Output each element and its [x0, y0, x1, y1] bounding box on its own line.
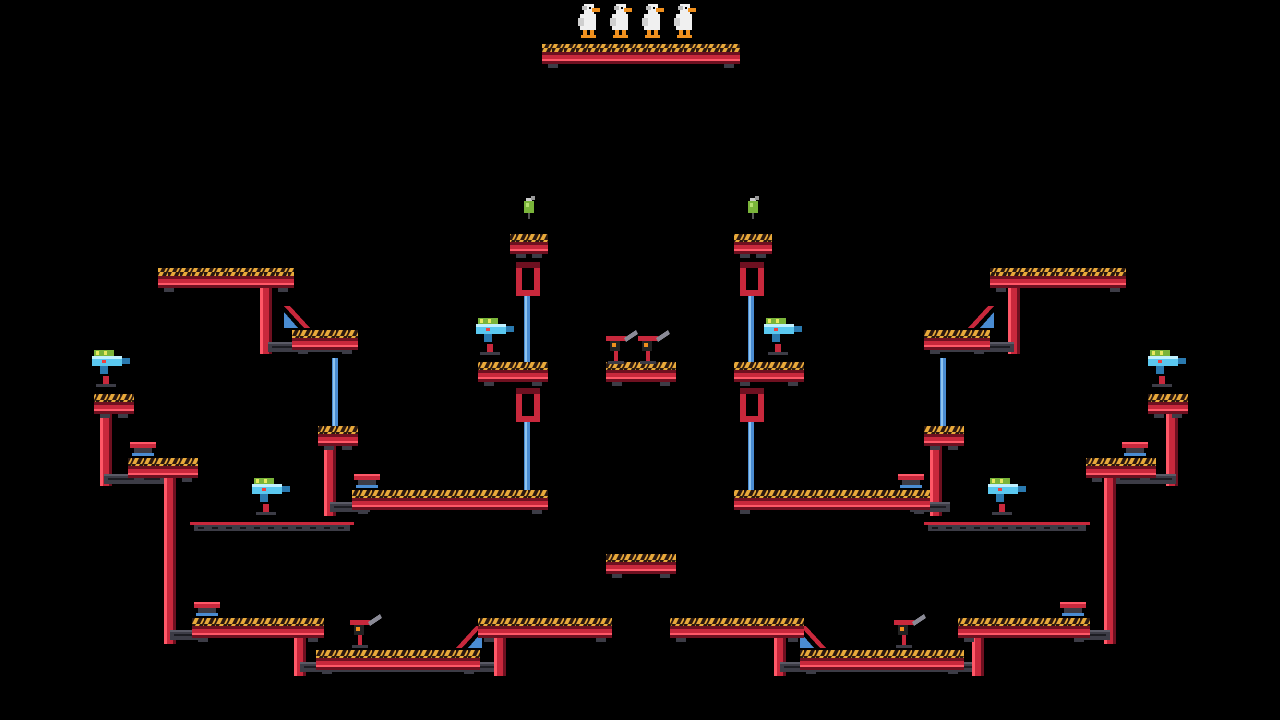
- platform-center-lower: [606, 554, 676, 578]
- laser-blaster-icon[interactable]: [764, 318, 802, 355]
- laser-blaster-icon[interactable]: [1148, 350, 1186, 387]
- platform-right-column-mid: [734, 362, 804, 386]
- laser-blaster-icon[interactable]: [252, 478, 290, 515]
- u-bracket: [516, 262, 540, 296]
- platform-far-right: [1148, 394, 1188, 418]
- red-pillar: [324, 442, 336, 516]
- walkway: [924, 522, 1090, 531]
- platform-left-mid: [292, 330, 358, 354]
- duck-icon: [610, 4, 632, 38]
- platform-bottom-left-c: [478, 618, 612, 642]
- red-pillar: [1166, 410, 1178, 486]
- diagonal-ramp: [968, 306, 994, 328]
- u-bracket: [740, 262, 764, 296]
- platform-right-mid: [924, 330, 990, 354]
- turret-icon[interactable]: [606, 330, 638, 364]
- grenade-icon[interactable]: [748, 196, 759, 219]
- blue-cable: [748, 296, 754, 364]
- item-spawner-icon[interactable]: [898, 474, 924, 488]
- grenade-icon[interactable]: [524, 196, 535, 219]
- platform-bottom-right-b: [800, 650, 964, 674]
- red-pillar: [972, 634, 984, 676]
- platform-bottom-left-b: [316, 650, 480, 674]
- platform-right-column-top: [734, 234, 772, 258]
- player-ducks: [578, 4, 696, 38]
- gray-frame: [330, 502, 370, 512]
- items: [92, 196, 1186, 648]
- platform-bottom-left-a: [192, 618, 324, 642]
- platform-left-long: [352, 490, 548, 514]
- item-spawner-icon[interactable]: [194, 602, 220, 616]
- item-spawner-icon[interactable]: [354, 474, 380, 488]
- diagonal-ramp: [284, 306, 310, 328]
- walkway: [190, 522, 354, 531]
- red-pillar: [494, 634, 506, 676]
- red-pillar: [930, 442, 942, 516]
- platform-bottom-right-a: [958, 618, 1090, 642]
- platform-right-ledge: [1086, 458, 1156, 482]
- item-spawner-icon[interactable]: [130, 442, 156, 456]
- red-pillar: [1104, 474, 1116, 644]
- item-spawner-icon[interactable]: [1122, 442, 1148, 456]
- duck-icon: [578, 4, 600, 38]
- platform-bottom-right-c: [670, 618, 804, 642]
- blue-cable: [940, 358, 946, 430]
- platform-right-post: [924, 426, 964, 450]
- platforms: [94, 44, 1188, 674]
- duck-icon: [674, 4, 696, 38]
- laser-blaster-icon[interactable]: [988, 478, 1026, 515]
- u-bracket: [516, 388, 540, 422]
- platform-left-post: [318, 426, 358, 450]
- blue-cable: [748, 422, 754, 490]
- duck-icon: [642, 4, 664, 38]
- red-pillar: [260, 288, 272, 354]
- blue-cable: [524, 422, 530, 490]
- platform-upper-right: [990, 268, 1126, 292]
- item-spawner-icon[interactable]: [1060, 602, 1086, 616]
- red-pillar: [100, 410, 112, 486]
- turret-icon[interactable]: [894, 614, 926, 648]
- platform-right-long: [734, 490, 930, 514]
- red-pillar: [164, 474, 176, 644]
- u-bracket: [740, 388, 764, 422]
- platform-left-ledge: [128, 458, 198, 482]
- laser-blaster-icon[interactable]: [92, 350, 130, 387]
- turret-icon[interactable]: [350, 614, 382, 648]
- turret-icon[interactable]: [638, 330, 670, 364]
- spawn-platform: [542, 44, 740, 68]
- gray-frame: [1080, 630, 1110, 640]
- gray-frame: [170, 630, 200, 640]
- red-pillar: [1008, 288, 1020, 354]
- platform-left-column-mid: [478, 362, 548, 386]
- blue-cable: [524, 296, 530, 364]
- laser-blaster-icon[interactable]: [476, 318, 514, 355]
- support-beams: [100, 262, 1178, 676]
- platform-center-upper: [606, 362, 676, 386]
- platform-left-column-top: [510, 234, 548, 258]
- blue-cable: [332, 358, 338, 430]
- platform-far-left: [94, 394, 134, 418]
- platform-upper-left: [158, 268, 294, 292]
